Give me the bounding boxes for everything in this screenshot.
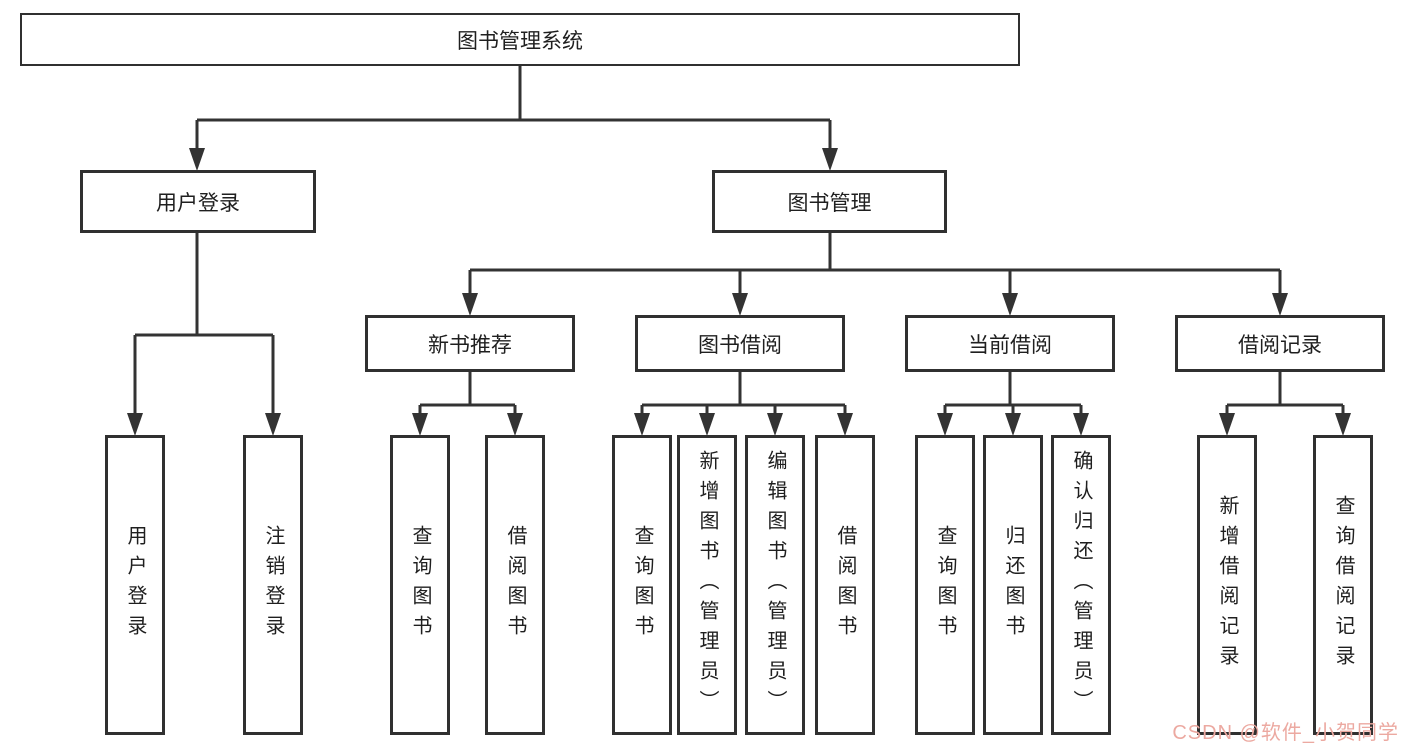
node-label: 图书管理系统 bbox=[457, 29, 583, 53]
leaf-user-login: 用户登录 bbox=[105, 435, 165, 735]
node-label: 用户登录 bbox=[156, 191, 240, 215]
leaf-add-books-admin: 新增图书（管理员） bbox=[677, 435, 737, 735]
node-user-login: 用户登录 bbox=[80, 170, 316, 233]
leaf-query-borrow-record: 查询借阅记录 bbox=[1313, 435, 1373, 735]
arrowhead bbox=[937, 413, 953, 436]
node-label: 当前借阅 bbox=[968, 333, 1052, 357]
leaf-label: 查询借阅记录 bbox=[1332, 495, 1354, 675]
leaf-label: 新增借阅记录 bbox=[1216, 495, 1238, 675]
arrowhead bbox=[767, 413, 783, 436]
leaf-label: 用户登录 bbox=[124, 525, 146, 645]
leaf-logout-login: 注销登录 bbox=[243, 435, 303, 735]
leaf-label: 查询图书 bbox=[934, 525, 956, 645]
leaf-label: 查询图书 bbox=[631, 525, 653, 645]
arrowhead bbox=[1073, 413, 1089, 436]
arrowhead bbox=[634, 413, 650, 436]
node-book-borrowing: 图书借阅 bbox=[635, 315, 845, 372]
leaf-borrow-books-recommend: 借阅图书 bbox=[485, 435, 545, 735]
node-book-management: 图书管理 bbox=[712, 170, 947, 233]
leaf-label: 新增图书（管理员） bbox=[696, 450, 718, 720]
leaf-edit-books-admin: 编辑图书（管理员） bbox=[745, 435, 805, 735]
leaf-label: 确认归还（管理员） bbox=[1070, 450, 1092, 720]
leaf-label: 查询图书 bbox=[409, 525, 431, 645]
node-label: 借阅记录 bbox=[1238, 333, 1322, 357]
arrowhead bbox=[265, 413, 281, 436]
arrowhead bbox=[189, 148, 205, 171]
leaf-label: 注销登录 bbox=[262, 525, 284, 645]
leaf-label: 归还图书 bbox=[1002, 525, 1024, 645]
node-label: 新书推荐 bbox=[428, 333, 512, 357]
leaf-query-books-current: 查询图书 bbox=[915, 435, 975, 735]
node-new-book-recommend: 新书推荐 bbox=[365, 315, 575, 372]
leaf-label: 编辑图书（管理员） bbox=[764, 450, 786, 720]
arrowhead bbox=[732, 293, 748, 316]
node-current-borrowing: 当前借阅 bbox=[905, 315, 1115, 372]
arrowhead bbox=[507, 413, 523, 436]
leaf-label: 借阅图书 bbox=[504, 525, 526, 645]
arrowhead bbox=[1002, 293, 1018, 316]
node-label: 图书借阅 bbox=[698, 333, 782, 357]
leaf-query-books-borrowing: 查询图书 bbox=[612, 435, 672, 735]
node-label: 图书管理 bbox=[787, 191, 872, 215]
arrowhead bbox=[822, 148, 838, 171]
arrowhead bbox=[1005, 413, 1021, 436]
leaf-confirm-return-admin: 确认归还（管理员） bbox=[1051, 435, 1111, 735]
node-borrowing-records: 借阅记录 bbox=[1175, 315, 1385, 372]
node-system-root: 图书管理系统 bbox=[20, 13, 1020, 66]
arrowhead bbox=[699, 413, 715, 436]
arrowhead bbox=[127, 413, 143, 436]
arrowhead bbox=[1219, 413, 1235, 436]
leaf-return-books: 归还图书 bbox=[983, 435, 1043, 735]
leaf-add-borrow-record: 新增借阅记录 bbox=[1197, 435, 1257, 735]
leaf-query-books-recommend: 查询图书 bbox=[390, 435, 450, 735]
arrowhead bbox=[1335, 413, 1351, 436]
arrowhead bbox=[1272, 293, 1288, 316]
leaf-borrow-books-borrowing: 借阅图书 bbox=[815, 435, 875, 735]
arrowhead bbox=[837, 413, 853, 436]
leaf-label: 借阅图书 bbox=[834, 525, 856, 645]
arrowhead bbox=[412, 413, 428, 436]
arrowhead bbox=[462, 293, 478, 316]
